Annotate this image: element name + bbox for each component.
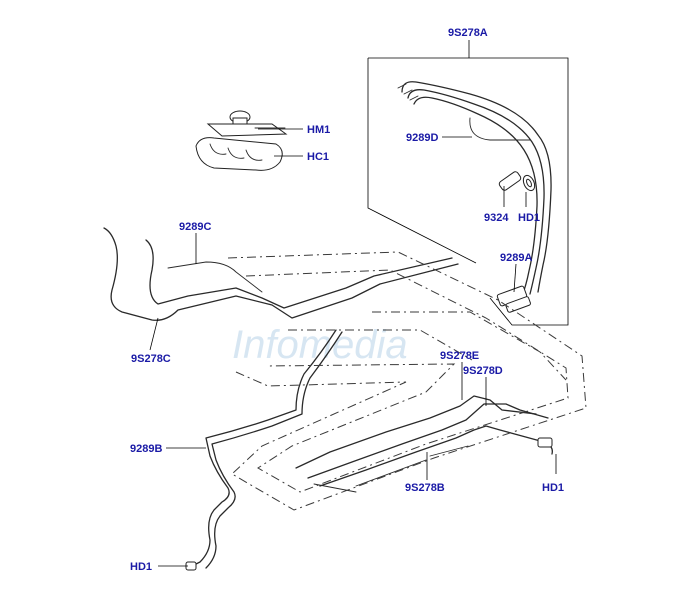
seal-ring-part (522, 174, 536, 192)
callout-hd1-bottom: HD1 (130, 561, 152, 573)
callout-9289d: 9289D (406, 132, 438, 144)
callout-hc1: HC1 (307, 151, 329, 163)
left-pipe-run (103, 227, 459, 321)
callout-9289a: 9289A (500, 252, 532, 264)
callout-9s278a: 9S278A (448, 27, 488, 39)
callout-9s278e: 9S278E (440, 350, 479, 362)
lower-right-pipe-run (185, 395, 553, 571)
callout-9289c: 9289C (179, 221, 211, 233)
callout-9289b: 9289B (130, 443, 162, 455)
leader-lines (149, 40, 557, 567)
lower-left-pipe-run (191, 329, 343, 569)
callout-9324: 9324 (484, 212, 509, 224)
connector-block-part (496, 285, 531, 313)
underbody-outline (227, 251, 587, 511)
callout-9s278b: 9S278B (405, 482, 445, 494)
callout-hd1-top: HD1 (518, 212, 540, 224)
bracket-part (195, 137, 283, 171)
callout-hm1: HM1 (307, 124, 330, 136)
upper-pipe-bundle (397, 81, 552, 297)
callout-9s278c: 9S278C (131, 353, 171, 365)
callout-hd1-right: HD1 (542, 482, 564, 494)
callout-9s278d: 9S278D (463, 365, 503, 377)
watermark-text: Infomedia (232, 323, 408, 367)
modulator-part (206, 110, 288, 137)
assembly-detail-frame (367, 57, 569, 326)
union-nut-part (498, 171, 522, 191)
